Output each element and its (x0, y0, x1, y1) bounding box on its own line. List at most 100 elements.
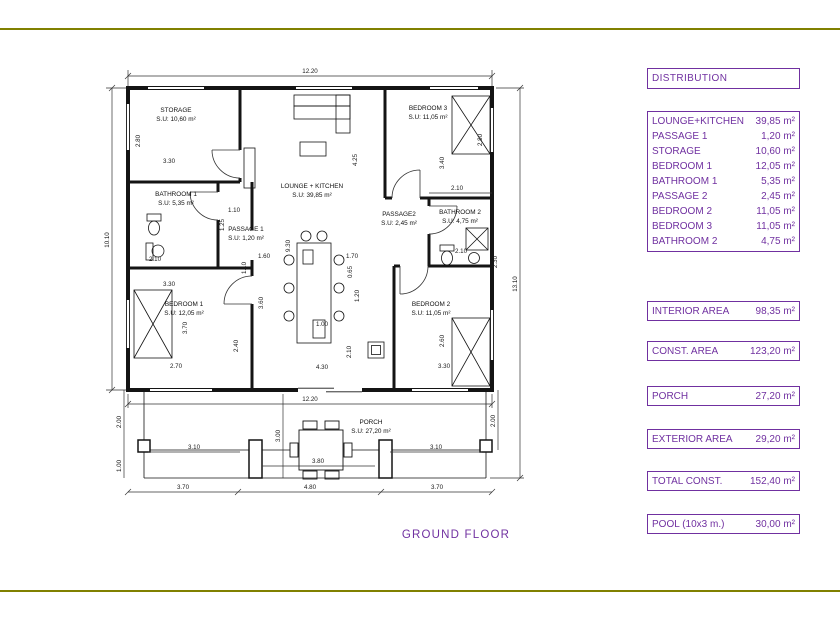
dim-bed3-h1: 2.80 (477, 133, 484, 146)
row-value: 5,35 m² (761, 176, 795, 187)
room-area-bedroom3: S.U: 11,05 m² (409, 114, 448, 121)
distribution-row: BATHROOM 1 5,35 m² (652, 176, 795, 187)
dim-kitchen-l: 1.60 (258, 253, 271, 260)
dim-bottom-width: 12.20 (302, 396, 318, 403)
row-value: 1,20 m² (761, 131, 795, 142)
row-label: STORAGE (652, 146, 701, 157)
dim-porch-right-w: 3.10 (430, 444, 443, 451)
doors (189, 149, 458, 305)
row-label: BEDROOM 3 (652, 221, 713, 232)
dim-hall-w: 1.10 (241, 261, 248, 274)
summary-interior-area: INTERIOR AREA 98,35 m² (647, 301, 800, 321)
room-label-passage1: PASSAGE 1 (228, 226, 264, 233)
bedroom-furniture (133, 95, 491, 387)
dim-counter-r: 2.10 (346, 345, 353, 358)
porch-dining-set (289, 420, 353, 480)
dim-porch-bottom-center: 4.80 (304, 484, 317, 491)
row-value: 10,60 m² (755, 146, 795, 157)
dim-kitchen-r: 1.70 (346, 253, 359, 260)
row-label: CONST. AREA (652, 345, 719, 357)
row-value: 12,05 m² (755, 161, 795, 172)
row-label: EXTERIOR AREA (652, 433, 733, 445)
dim-island-r: 1.20 (354, 289, 361, 302)
dim-right-mid: 2.30 (492, 255, 499, 268)
dim-bed1-w: 2.70 (170, 363, 183, 370)
row-value: 4,75 m² (761, 236, 795, 247)
summary-pool: POOL (10x3 m.) 30,00 m² (647, 514, 800, 534)
dim-island-gap: 0.65 (347, 265, 354, 278)
dim-pass1-w: 1.10 (228, 207, 241, 214)
dim-counter-w: 1.00 (316, 321, 329, 328)
dim-bed3-h2: 3.40 (439, 156, 446, 169)
row-value: 30,00 m² (755, 518, 795, 530)
row-label: POOL (10x3 m.) (652, 518, 725, 530)
drawing-title: GROUND FLOOR (402, 529, 510, 541)
dim-wardrobe: 2.40 (233, 339, 240, 352)
sheet-border-top (0, 28, 840, 30)
room-label-storage: STORAGE (160, 107, 191, 114)
dim-top-width: 12.20 (302, 68, 318, 75)
row-value: 11,05 m² (756, 221, 795, 232)
room-area-bathroom1: S.U: 5,35 m² (158, 200, 194, 207)
dim-storage-h: 2.80 (135, 134, 142, 147)
room-area-bathroom2: S.U: 4,75 m² (442, 218, 478, 225)
row-label: TOTAL CONST. (652, 475, 723, 487)
summary-const-area: CONST. AREA 123,20 m² (647, 341, 800, 361)
row-value: 27,20 m² (755, 390, 795, 402)
distribution-row: PASSAGE 1 1,20 m² (652, 131, 795, 142)
room-label-bathroom1: BATHROOM 1 (155, 191, 197, 198)
dim-left-height: 10.10 (104, 232, 111, 248)
distribution-header-label: DISTRIBUTION (652, 73, 728, 84)
row-value: 39,85 m² (755, 116, 795, 127)
dimension-lines (106, 70, 524, 496)
room-label-bedroom1: BEDROOM 1 (165, 301, 204, 308)
dim-bath2-fix-w: 2.10 (455, 248, 468, 255)
distribution-row: BEDROOM 1 12,05 m² (652, 161, 795, 172)
row-label: PASSAGE 2 (652, 191, 708, 202)
summary-total-const: TOTAL CONST. 152,40 m² (647, 471, 800, 491)
dim-porch-depth: 3.00 (275, 429, 282, 442)
row-label: PASSAGE 1 (652, 131, 708, 142)
row-label: INTERIOR AREA (652, 305, 730, 317)
dim-pass1-h: 1.25 (219, 218, 226, 231)
row-value: 98,35 m² (755, 305, 795, 317)
dim-porch-right-upper: 2.00 (490, 414, 497, 427)
room-label-bedroom3: BEDROOM 3 (409, 105, 448, 112)
dim-porch-left-upper: 2.00 (116, 415, 123, 428)
room-area-lounge-kitchen: S.U: 39,85 m² (292, 192, 331, 199)
room-area-passage1: S.U: 1,20 m² (228, 235, 264, 242)
interior-walls (128, 88, 492, 390)
room-label-porch: PORCH (359, 419, 382, 426)
dim-bed2-w: 3.30 (438, 363, 451, 370)
room-label-passage2: PASSAGE2 (382, 211, 416, 218)
row-label: BEDROOM 1 (652, 161, 713, 172)
row-value: 152,40 m² (749, 475, 795, 487)
sheet-border-bottom (0, 590, 840, 592)
dim-pass2-bath2-w: 2.10 (451, 185, 464, 192)
distribution-row: PASSAGE 2 2,45 m² (652, 191, 795, 202)
row-label: BATHROOM 1 (652, 176, 718, 187)
room-label-bathroom2: BATHROOM 2 (439, 209, 481, 216)
row-value: 2,45 m² (761, 191, 795, 202)
room-area-porch: S.U: 27,20 m² (351, 428, 390, 435)
porch-structure (137, 390, 493, 479)
room-label-bedroom2: BEDROOM 2 (412, 301, 451, 308)
bathroom-fixtures (145, 213, 489, 266)
dim-porch-bottom-right: 3.70 (431, 484, 444, 491)
dim-lounge-bottom-w: 4.30 (316, 364, 329, 371)
room-area-storage: S.U: 10,60 m² (156, 116, 195, 123)
row-value: 123,20 m² (749, 345, 795, 357)
room-label-lounge-kitchen: LOUNGE + KITCHEN (281, 183, 344, 190)
dim-bath1-w: 2.10 (149, 256, 162, 263)
dim-center-h: 9.30 (285, 239, 292, 252)
distribution-row: STORAGE 10,60 m² (652, 146, 795, 157)
row-label: BEDROOM 2 (652, 206, 713, 217)
dim-lounge-h: 4.25 (352, 153, 359, 166)
